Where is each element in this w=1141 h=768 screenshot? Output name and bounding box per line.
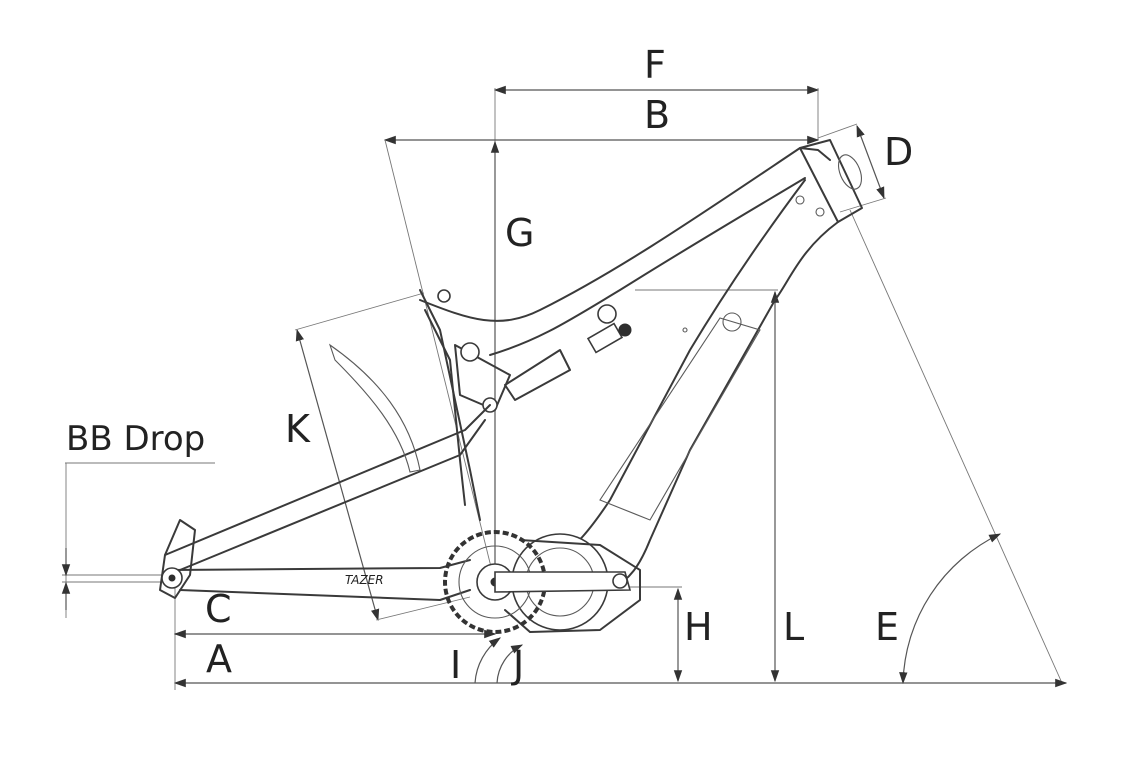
dimension-labels: F B D G K BB Drop C A H L E I J (66, 43, 913, 687)
dim-arc-i (474, 637, 501, 684)
link-pivot-top (460, 342, 480, 362)
ext-line-d-top (817, 123, 858, 139)
label-a: A (206, 637, 232, 681)
ext-line-d-bottom (839, 197, 887, 213)
label-g: G (505, 211, 534, 255)
head-tube (799, 139, 863, 223)
seat-clamp (437, 289, 451, 303)
battery-outline (599, 317, 761, 521)
top-tube-lower (489, 177, 806, 356)
ext-line-k-top (294, 292, 425, 331)
shock-knob (618, 323, 632, 337)
label-j: J (511, 643, 524, 687)
rear-axle-center (168, 574, 176, 582)
rear-shock (504, 349, 571, 401)
bolt-1 (795, 195, 805, 205)
battery-lock (722, 312, 742, 332)
label-c: C (205, 587, 232, 631)
ext-line-k-bottom (375, 596, 471, 621)
label-b: B (644, 93, 670, 137)
dim-line-k (295, 328, 380, 622)
ext-line-e-steer (849, 209, 1063, 684)
seat-tube-rear (424, 309, 466, 506)
dim-arc-j (496, 644, 524, 684)
bolt-3 (682, 327, 688, 333)
chain-stay-lower (179, 589, 471, 601)
dimension-lines (61, 85, 1068, 690)
chain-stay (169, 559, 471, 571)
label-l: L (783, 605, 804, 649)
seat-stay (164, 404, 491, 556)
headset-cup (837, 154, 863, 190)
crank-arm (494, 571, 632, 593)
seat-tube-axis (384, 139, 496, 584)
down-tube-lower (609, 221, 839, 591)
shock-mount (597, 304, 617, 324)
shock-reservoir (586, 322, 624, 354)
down-tube (554, 179, 806, 561)
top-tube (419, 147, 831, 322)
label-bb-drop: BB Drop (66, 419, 205, 459)
label-d: D (884, 130, 913, 174)
dim-line-d (856, 124, 885, 200)
label-f: F (644, 43, 666, 87)
label-k: K (285, 407, 311, 451)
rear-dropout (159, 519, 196, 599)
label-e: E (875, 605, 899, 649)
seat-stay-lower (179, 419, 486, 571)
pedal-spindle (612, 573, 628, 589)
bolt-2 (815, 207, 825, 217)
label-i: I (450, 643, 461, 687)
dim-arc-e (899, 533, 1002, 685)
label-h: H (684, 605, 713, 649)
frame-decal: TAZER (345, 573, 384, 587)
rear-fender (328, 343, 421, 473)
motor-cover (504, 539, 641, 633)
bike-frame-outline: TAZER (159, 139, 863, 634)
